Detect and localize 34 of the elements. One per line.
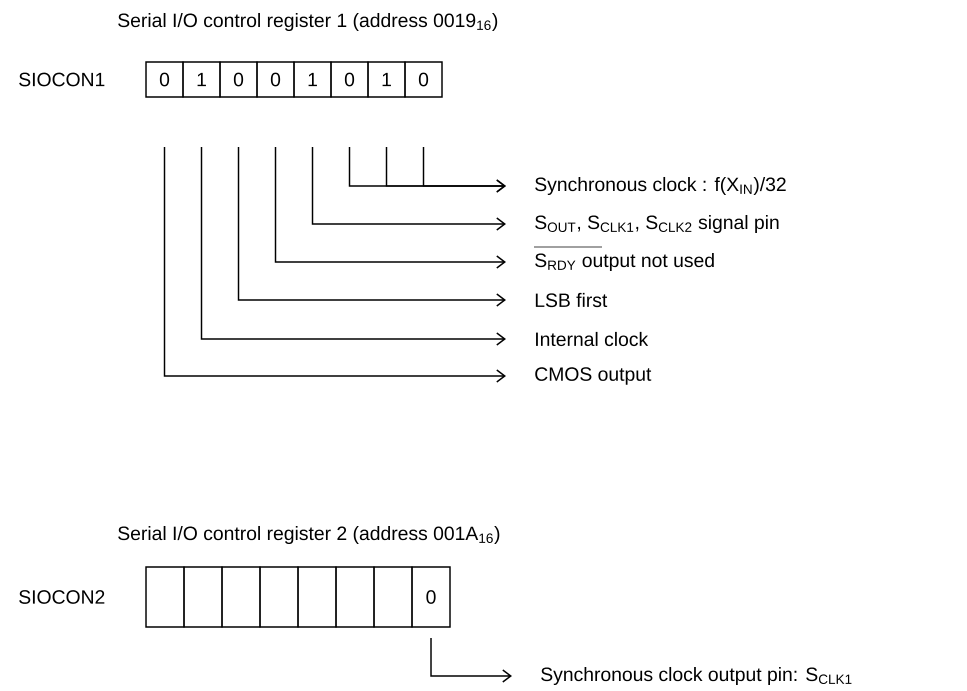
bit-cell: 0	[404, 61, 443, 98]
bit-cell	[221, 566, 261, 628]
register-name: SIOCON1	[19, 72, 104, 86]
bit-cell	[373, 566, 413, 628]
bit-description: S$_{RDY}$ output not used	[535, 252, 714, 271]
bit-cell	[297, 566, 337, 628]
leader-arrow	[164, 147, 506, 383]
bit-cell: 0	[411, 566, 451, 628]
leader-arrow	[312, 147, 506, 231]
leader-arrow	[238, 147, 506, 307]
bit-description: S$_{OUT}$, S$_{CLK1}$, S$_{CLK2}$ signal pin	[535, 214, 778, 233]
bit-description: Synchronous clock : f(X$_{IN}$)/32	[535, 176, 786, 195]
bit-cell: 0	[145, 61, 184, 98]
bit-description: LSB first	[536, 292, 608, 308]
bit-cell: 1	[367, 61, 406, 98]
leader-arrow	[422, 147, 506, 193]
register-name: SIOCON2	[19, 590, 104, 604]
bit-cell: 1	[182, 61, 221, 98]
bit-cell	[183, 566, 223, 628]
bit-cell: 0	[330, 61, 369, 98]
register-title: Serial I/O control register 2 (address 001A$_{16}$)	[118, 526, 500, 544]
bit-cell: 0	[256, 61, 295, 98]
bit-cell	[145, 566, 185, 628]
bit-cell: 1	[293, 61, 332, 98]
bit-cell	[335, 566, 375, 628]
leader-arrow	[200, 147, 506, 346]
bit-description: CMOS output	[535, 367, 652, 385]
register-title: Serial I/O control register 1 (address 0019$_{16}$)	[118, 12, 498, 31]
leader-arrow	[430, 638, 512, 683]
leader-arrow	[274, 147, 506, 269]
bit-description: Synchronous clock output pin: S$_{CLK1}$	[541, 666, 852, 685]
bit-description: Internal clock	[536, 332, 648, 346]
bit-cell	[259, 566, 299, 628]
bit-cell: 0	[219, 61, 258, 98]
